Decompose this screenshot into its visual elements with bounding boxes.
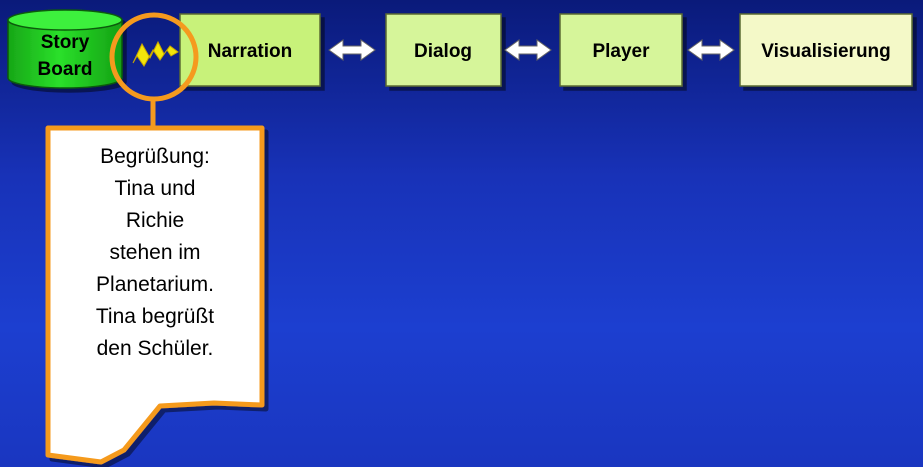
dialog-label: Dialog (414, 41, 472, 62)
lightning-arrow-icon (132, 40, 179, 67)
visualisierung-box[interactable] (739, 13, 913, 87)
callout-line: stehen im (109, 241, 200, 264)
callout-line: Planetarium. (96, 273, 214, 296)
callout-line: Tina und (115, 177, 196, 200)
storyboard-cylinder-top (7, 9, 123, 31)
double-arrow-icon (504, 39, 552, 61)
storyboard-label-line1: Story (41, 32, 90, 53)
double-arrow-icon (687, 39, 735, 61)
highlight-circle (109, 12, 199, 102)
callout-line: Tina begrüßt (96, 305, 214, 328)
callout-box (45, 125, 265, 465)
player-box[interactable] (559, 13, 683, 87)
visualisierung-label: Visualisierung (761, 41, 891, 62)
storyboard-cylinder (7, 9, 123, 89)
dialog-box[interactable] (385, 13, 502, 87)
narration-box[interactable] (179, 13, 321, 87)
double-arrow-icon (328, 39, 376, 61)
callout-line: Begrüßung: (100, 145, 210, 168)
callout-line: Richie (126, 209, 184, 232)
narration-label: Narration (208, 41, 292, 62)
callout-line: den Schüler. (97, 337, 214, 360)
storyboard-label-line2: Board (38, 59, 93, 80)
player-label: Player (592, 41, 650, 62)
